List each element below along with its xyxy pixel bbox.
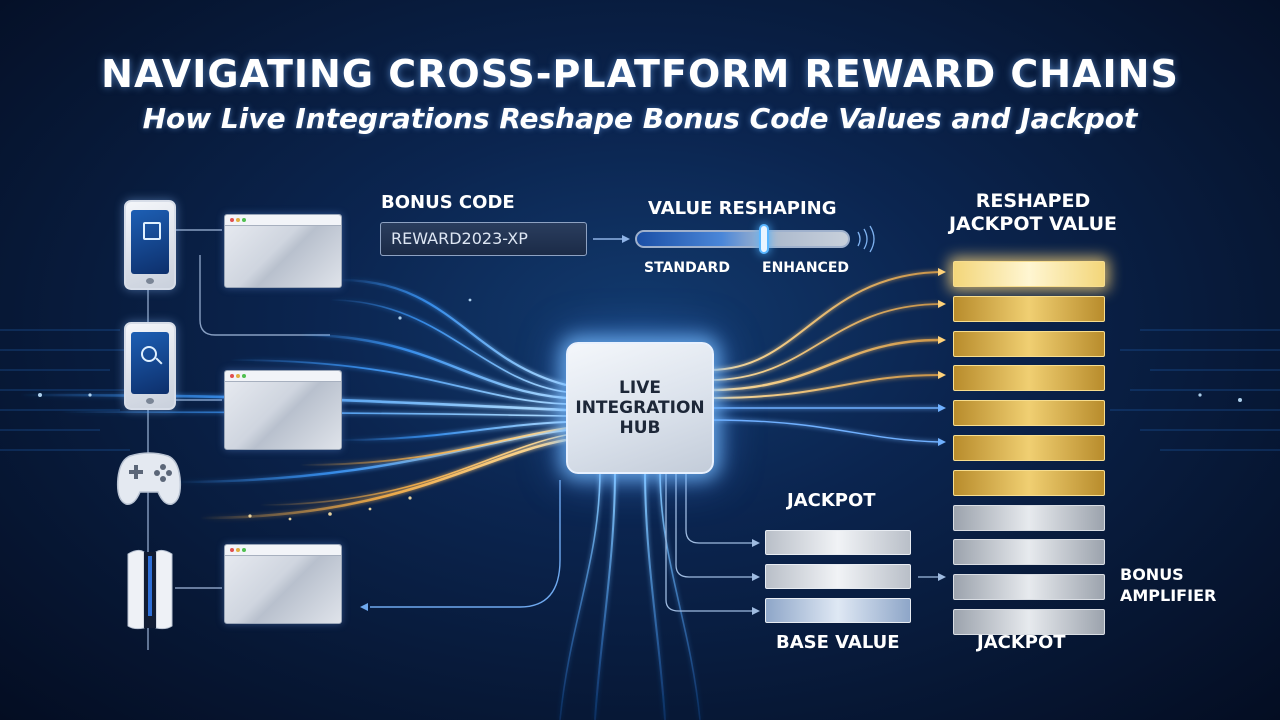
bonus-amplifier-label: BONUS AMPLIFIER (1120, 565, 1217, 605)
slider-max-label: ENHANCED (762, 260, 850, 276)
phone-icon (124, 200, 176, 290)
page-title: NAVIGATING CROSS-PLATFORM REWARD CHAINS (101, 52, 1179, 96)
reshaped-silver-bar (953, 574, 1105, 601)
jackpot-base-bar (765, 530, 911, 555)
slider-min-label: STANDARD (644, 260, 730, 276)
page-subtitle: How Live Integrations Reshape Bonus Code… (142, 102, 1138, 135)
value-reshaping-label: VALUE RESHAPING (648, 198, 837, 219)
reshaped-gold-bar (953, 469, 1105, 496)
tablet-icon (124, 322, 176, 410)
jackpot-base-bars (765, 530, 911, 626)
hub-label: LIVE INTEGRATION HUB (575, 378, 705, 438)
base-value-label: BASE VALUE (776, 632, 900, 653)
bonus-code-field[interactable]: REWARD2023-XP (380, 222, 587, 256)
reshaped-silver-bar (953, 504, 1105, 531)
jackpot-base-bar (765, 598, 911, 623)
jackpot-label: JACKPOT (787, 490, 876, 511)
bonus-code-label: BONUS CODE (381, 192, 515, 213)
reshaped-gold-bar (953, 295, 1105, 322)
reshaped-jackpot-footer: JACKPOT (977, 632, 1066, 653)
reshaped-gold-bar (953, 330, 1105, 357)
reshaped-silver-bar (953, 539, 1105, 566)
reshaped-gold-bar (953, 261, 1105, 287)
reshaped-gold-bar (953, 400, 1105, 427)
browser-window-icon (224, 370, 342, 450)
slider-thumb[interactable] (759, 224, 769, 254)
value-reshaping-slider[interactable] (635, 230, 850, 248)
reshaped-jackpot-label: RESHAPED JACKPOT VALUE (948, 190, 1118, 235)
jackpot-base-bar (765, 564, 911, 589)
live-integration-hub: LIVE INTEGRATION HUB (566, 342, 714, 474)
gamepad-icon (116, 448, 182, 510)
reshaped-silver-bar (953, 609, 1105, 635)
reshaped-gold-bar (953, 365, 1105, 392)
browser-window-icon (224, 214, 342, 288)
reshaped-jackpot-bars (953, 261, 1105, 635)
browser-window-icon (224, 544, 342, 624)
console-icon (124, 548, 176, 632)
reshaped-gold-bar (953, 435, 1105, 461)
